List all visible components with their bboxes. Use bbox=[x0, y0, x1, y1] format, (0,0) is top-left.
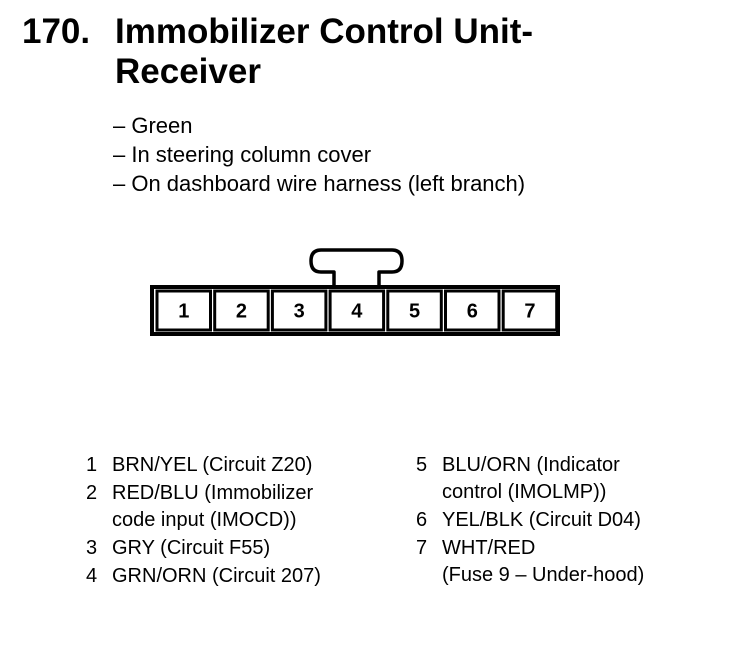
detail-item: – In steering column cover bbox=[113, 142, 372, 167]
pin-entry: 1 BRN/YEL (Circuit Z20) bbox=[86, 452, 321, 479]
pin-entry-line: GRY (Circuit F55) bbox=[112, 537, 271, 559]
heading-title-line: Immobilizer Control Unit- bbox=[115, 12, 534, 51]
connector-pin-number: 1 bbox=[178, 301, 189, 323]
pin-entry-description: BLU/ORN (Indicator control (IMOLMP)) bbox=[442, 452, 620, 506]
pin-entry: 5 BLU/ORN (Indicator control (IMOLMP)) bbox=[416, 452, 644, 506]
connector-pin-number: 6 bbox=[467, 301, 478, 323]
pin-entry-line: BRN/YEL (Circuit Z20) bbox=[112, 454, 313, 476]
pin-entry-number: 1 bbox=[86, 454, 98, 476]
pin-entry-line: code input (IMOCD)) bbox=[112, 509, 297, 531]
pin-entry-number: 4 bbox=[86, 565, 98, 587]
connector-pin-number: 4 bbox=[351, 301, 363, 323]
connector-pin-number: 2 bbox=[236, 301, 247, 323]
pin-entry-line: (Fuse 9 – Under-hood) bbox=[442, 564, 645, 586]
pin-entry-line: GRN/ORN (Circuit 207) bbox=[112, 565, 321, 587]
pin-entry-line: WHT/RED bbox=[442, 537, 536, 559]
pin-entry-line: BLU/ORN (Indicator bbox=[442, 454, 620, 476]
connector-pin-cell bbox=[444, 289, 501, 332]
pin-entry-description: BRN/YEL (Circuit Z20) bbox=[112, 452, 312, 479]
pin-entry-number: 7 bbox=[416, 537, 428, 559]
detail-list: – Green – In steering column cover – On … bbox=[113, 111, 525, 198]
pin-entry-description: RED/BLU (Immobilizer code input (IMOCD)) bbox=[112, 480, 313, 534]
pin-entry-line: RED/BLU (Immobilizer bbox=[112, 482, 314, 504]
pin-entry-number: 5 bbox=[416, 454, 428, 476]
connector-diagram: 1 2 3 4 5 6 7 bbox=[150, 248, 560, 336]
connector-lock-tab bbox=[309, 248, 404, 287]
pin-list-right: 5 BLU/ORN (Indicator control (IMOLMP)) 6 YEL… bbox=[416, 452, 644, 590]
heading-title-line: Receiver bbox=[115, 52, 261, 91]
connector-pin-cell bbox=[213, 289, 270, 332]
heading-title: Immobilizer Control Unit- Receiver bbox=[115, 12, 533, 92]
pin-list-left: 1 BRN/YEL (Circuit Z20) 2 RED/BLU (Immobili… bbox=[86, 452, 321, 591]
pin-entry-number: 6 bbox=[416, 509, 428, 531]
pin-entry: 4 GRN/ORN (Circuit 207) bbox=[86, 563, 321, 590]
connector-pin-number: 7 bbox=[524, 301, 535, 323]
pin-entry-description: WHT/RED (Fuse 9 – Under-hood) bbox=[442, 535, 644, 589]
heading-number: 170. bbox=[22, 12, 91, 51]
connector-pin-cell bbox=[386, 289, 443, 332]
connector-pin-cell bbox=[155, 289, 212, 332]
pin-entry: 2 RED/BLU (Immobilizer code input (IMOCD)) bbox=[86, 480, 321, 534]
pin-entry-number: 3 bbox=[86, 537, 98, 559]
pin-entry: 7 WHT/RED (Fuse 9 – Under-hood) bbox=[416, 535, 644, 589]
detail-item: – On dashboard wire harness (left branch… bbox=[113, 171, 526, 196]
pin-entry-description: GRN/ORN (Circuit 207) bbox=[112, 563, 321, 590]
pin-entry-description: GRY (Circuit F55) bbox=[112, 535, 270, 562]
pin-entry-description: YEL/BLK (Circuit D04) bbox=[442, 507, 641, 534]
connector-pin-number: 3 bbox=[294, 301, 305, 323]
connector-pin-cell bbox=[270, 289, 328, 332]
connector-pin-cell bbox=[501, 289, 559, 332]
pin-entry-line: YEL/BLK (Circuit D04) bbox=[442, 509, 641, 531]
detail-item: – Green bbox=[113, 113, 193, 138]
connector-pin-cell bbox=[328, 289, 386, 332]
pin-entry-line: control (IMOLMP)) bbox=[442, 481, 607, 503]
pin-entry: 6 YEL/BLK (Circuit D04) bbox=[416, 507, 644, 534]
connector-pin-number: 5 bbox=[409, 301, 420, 323]
pin-entry-number: 2 bbox=[86, 482, 98, 504]
pin-entry: 3 GRY (Circuit F55) bbox=[86, 535, 321, 562]
